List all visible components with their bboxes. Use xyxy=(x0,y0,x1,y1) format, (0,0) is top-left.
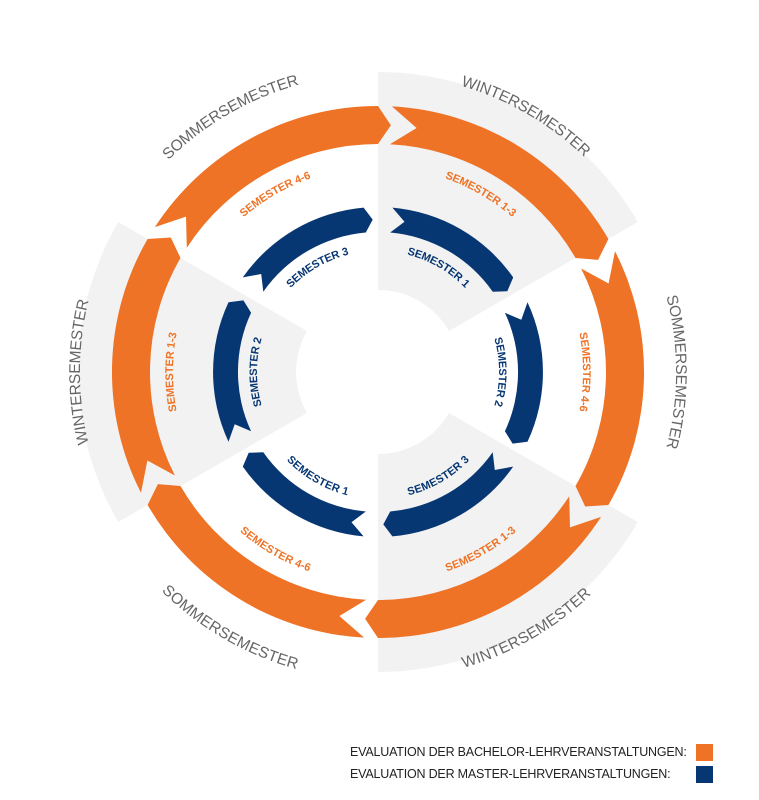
season-label-text: SOMMERSEMESTER xyxy=(663,293,690,451)
master-arrow xyxy=(504,302,543,444)
master-label: SEMESTER 2 xyxy=(491,336,508,408)
master-label-text: SEMESTER 2 xyxy=(248,336,265,408)
master-arrow xyxy=(390,207,514,292)
bachelor-label: SEMESTER 1-3 xyxy=(164,331,180,412)
legend-master-swatch xyxy=(696,765,713,783)
legend-master-label: EVALUATION DER MASTER-LEHRVERANSTALTUNGE… xyxy=(350,767,671,781)
bachelor-arrow xyxy=(147,484,367,638)
legend-bachelor-label: EVALUATION DER BACHELOR-LEHRVERANSTALTUN… xyxy=(350,745,687,759)
bachelor-label: SEMESTER 4-6 xyxy=(576,331,592,412)
legend-bachelor-swatch xyxy=(696,743,713,761)
bachelor-arrow xyxy=(575,251,645,507)
season-label: SOMMERSEMESTER xyxy=(663,293,690,451)
master-label-text: SEMESTER 2 xyxy=(491,336,508,408)
master-arrow xyxy=(383,452,514,537)
master-arrow xyxy=(213,300,252,442)
bachelor-arrow xyxy=(111,237,181,493)
legend: EVALUATION DER BACHELOR-LEHRVERANSTALTUN… xyxy=(350,741,713,785)
gray-sectors xyxy=(78,72,638,672)
master-label: SEMESTER 2 xyxy=(248,336,265,408)
legend-master: EVALUATION DER MASTER-LEHRVERANSTALTUNGE… xyxy=(350,763,713,785)
bachelor-arrow xyxy=(365,496,602,638)
bachelor-label-text: SEMESTER 4-6 xyxy=(576,331,592,412)
bachelor-label-text: SEMESTER 1-3 xyxy=(164,331,180,412)
bachelor-arrow xyxy=(154,105,391,248)
master-arrow xyxy=(242,452,366,537)
master-arrow xyxy=(242,207,373,292)
legend-bachelor: EVALUATION DER BACHELOR-LEHRVERANSTALTUN… xyxy=(350,741,713,763)
arrows xyxy=(111,105,645,638)
bachelor-arrow xyxy=(389,106,609,260)
